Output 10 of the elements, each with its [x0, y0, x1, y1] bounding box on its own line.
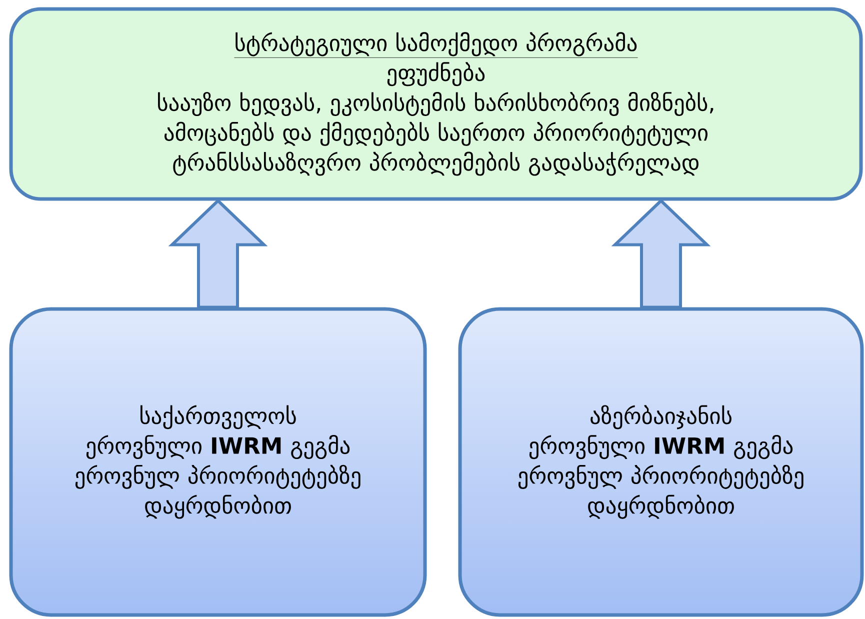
block-arrow	[611, 198, 711, 309]
body-text: ეროვნულ პრიორიტეტებზე დაყრდნობით	[518, 464, 804, 519]
heading: სტრატეგიული სამოქმედო პროგრამა	[234, 32, 638, 58]
body-text: სააუზო ხედვას, ეკოსისტემის ხარისხობრივ მიზნებს, ამოცანებს და ქმედებებს საერთო პრიორიტეტული ტრანსსასაზღვრო პრობლემების გადასაჭრელად	[158, 92, 714, 176]
program-box	[9, 7, 863, 201]
body-text: ეროვნულ პრიორიტეტებზე დაყრდნობით	[75, 464, 360, 519]
block-arrow	[168, 198, 268, 309]
body-text: ეფუძნება	[387, 62, 485, 86]
plan-box	[458, 307, 864, 617]
plan-box	[9, 307, 427, 617]
